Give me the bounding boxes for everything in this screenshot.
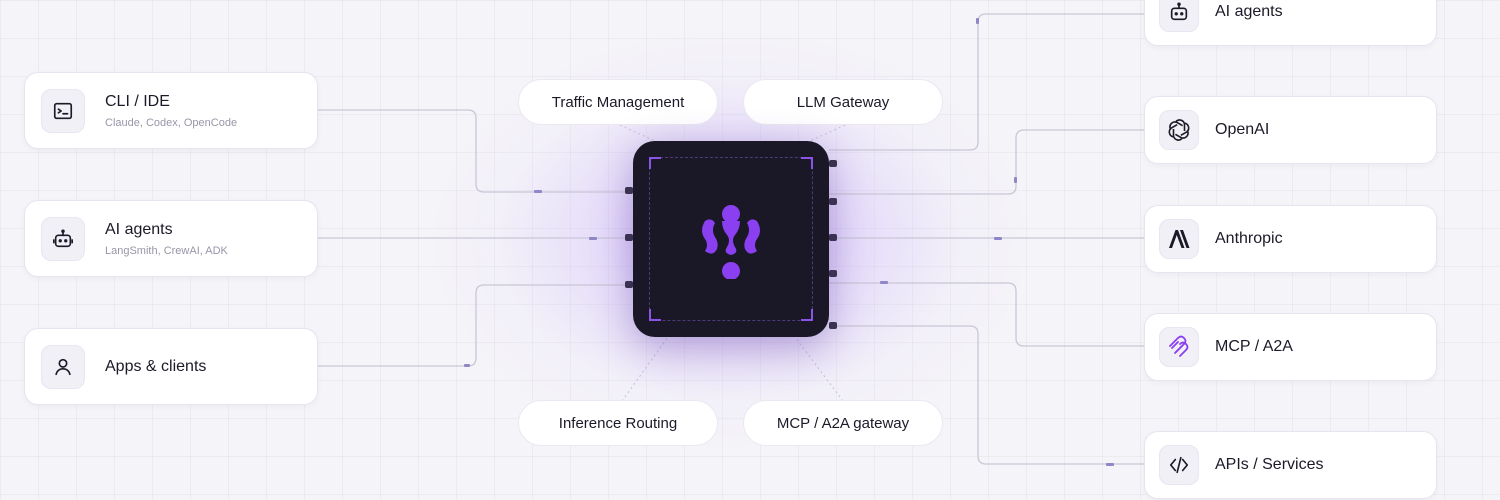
hub-port [829, 198, 837, 205]
destination-card-apis-services: APIs / Services [1144, 431, 1437, 499]
robot-icon [41, 216, 85, 261]
mcp-logo-icon [1159, 327, 1199, 367]
hub-port [829, 234, 837, 241]
connector-marker [1014, 177, 1017, 183]
connector-marker [1106, 463, 1114, 466]
connector-marker [464, 364, 470, 367]
pill-traffic-management: Traffic Management [518, 79, 718, 125]
connector-marker [976, 18, 979, 24]
pill-llm-gateway: LLM Gateway [743, 79, 943, 125]
connector-cli-ide [318, 109, 633, 193]
destination-title: Anthropic [1215, 230, 1283, 247]
destination-card-ai-agents: AI agents [1144, 0, 1437, 46]
connector-inference-routing [621, 336, 669, 402]
connector-marker [880, 281, 888, 284]
connector-marker [994, 237, 1002, 240]
openai-logo-icon [1159, 110, 1199, 150]
hub-corner [649, 157, 661, 169]
hub-port [829, 322, 837, 329]
hub-port [625, 187, 633, 194]
source-title: CLI / IDE [105, 92, 170, 110]
pill-inference-routing: Inference Routing [518, 400, 718, 446]
destination-title: MCP / A2A [1215, 338, 1293, 355]
terminal-icon [41, 88, 85, 133]
hub-port [625, 281, 633, 288]
connector-marker [589, 237, 597, 240]
hub-corner [801, 157, 813, 169]
connector-openai [829, 129, 1144, 195]
connector-mcp-a2a [829, 282, 1144, 347]
destination-card-anthropic: Anthropic [1144, 205, 1437, 273]
connector-llm-gateway [809, 124, 846, 142]
source-card-apps-clients: Apps & clients [24, 328, 318, 405]
purple-bulb-logo-icon [702, 205, 760, 279]
connector-mcp-a2a-gateway [794, 336, 844, 402]
connector-traffic-management [619, 124, 656, 142]
destination-title: APIs / Services [1215, 456, 1324, 473]
source-title: Apps & clients [105, 357, 207, 375]
connector-marker [534, 190, 542, 193]
gateway-hub [633, 141, 829, 337]
destination-card-mcp-a2a: MCP / A2A [1144, 313, 1437, 381]
hub-port [625, 234, 633, 241]
source-card-cli-ide: CLI / IDE Claude, Codex, OpenCode [24, 72, 318, 149]
connector-ai-agents-right [829, 13, 1144, 151]
hub-port [829, 270, 837, 277]
source-subtitle: LangSmith, CrewAI, ADK [105, 244, 228, 257]
pill-mcp-a2a-gateway: MCP / A2A gateway [743, 400, 943, 446]
connector-apps-clients [318, 284, 633, 367]
source-title: AI agents [105, 220, 173, 238]
anthropic-logo-icon [1159, 219, 1199, 259]
destination-card-openai: OpenAI [1144, 96, 1437, 164]
robot-icon [1159, 0, 1199, 32]
destination-title: AI agents [1215, 3, 1283, 20]
hub-dashed-frame [649, 157, 813, 321]
source-card-ai-agents: AI agents LangSmith, CrewAI, ADK [24, 200, 318, 277]
source-subtitle: Claude, Codex, OpenCode [105, 116, 238, 129]
code-brackets-icon [1159, 445, 1199, 485]
hub-port [829, 160, 837, 167]
hub-corner [649, 309, 661, 321]
connector-apis-services [829, 325, 1144, 465]
hub-corner [801, 309, 813, 321]
user-icon [41, 344, 85, 389]
destination-title: OpenAI [1215, 121, 1270, 138]
